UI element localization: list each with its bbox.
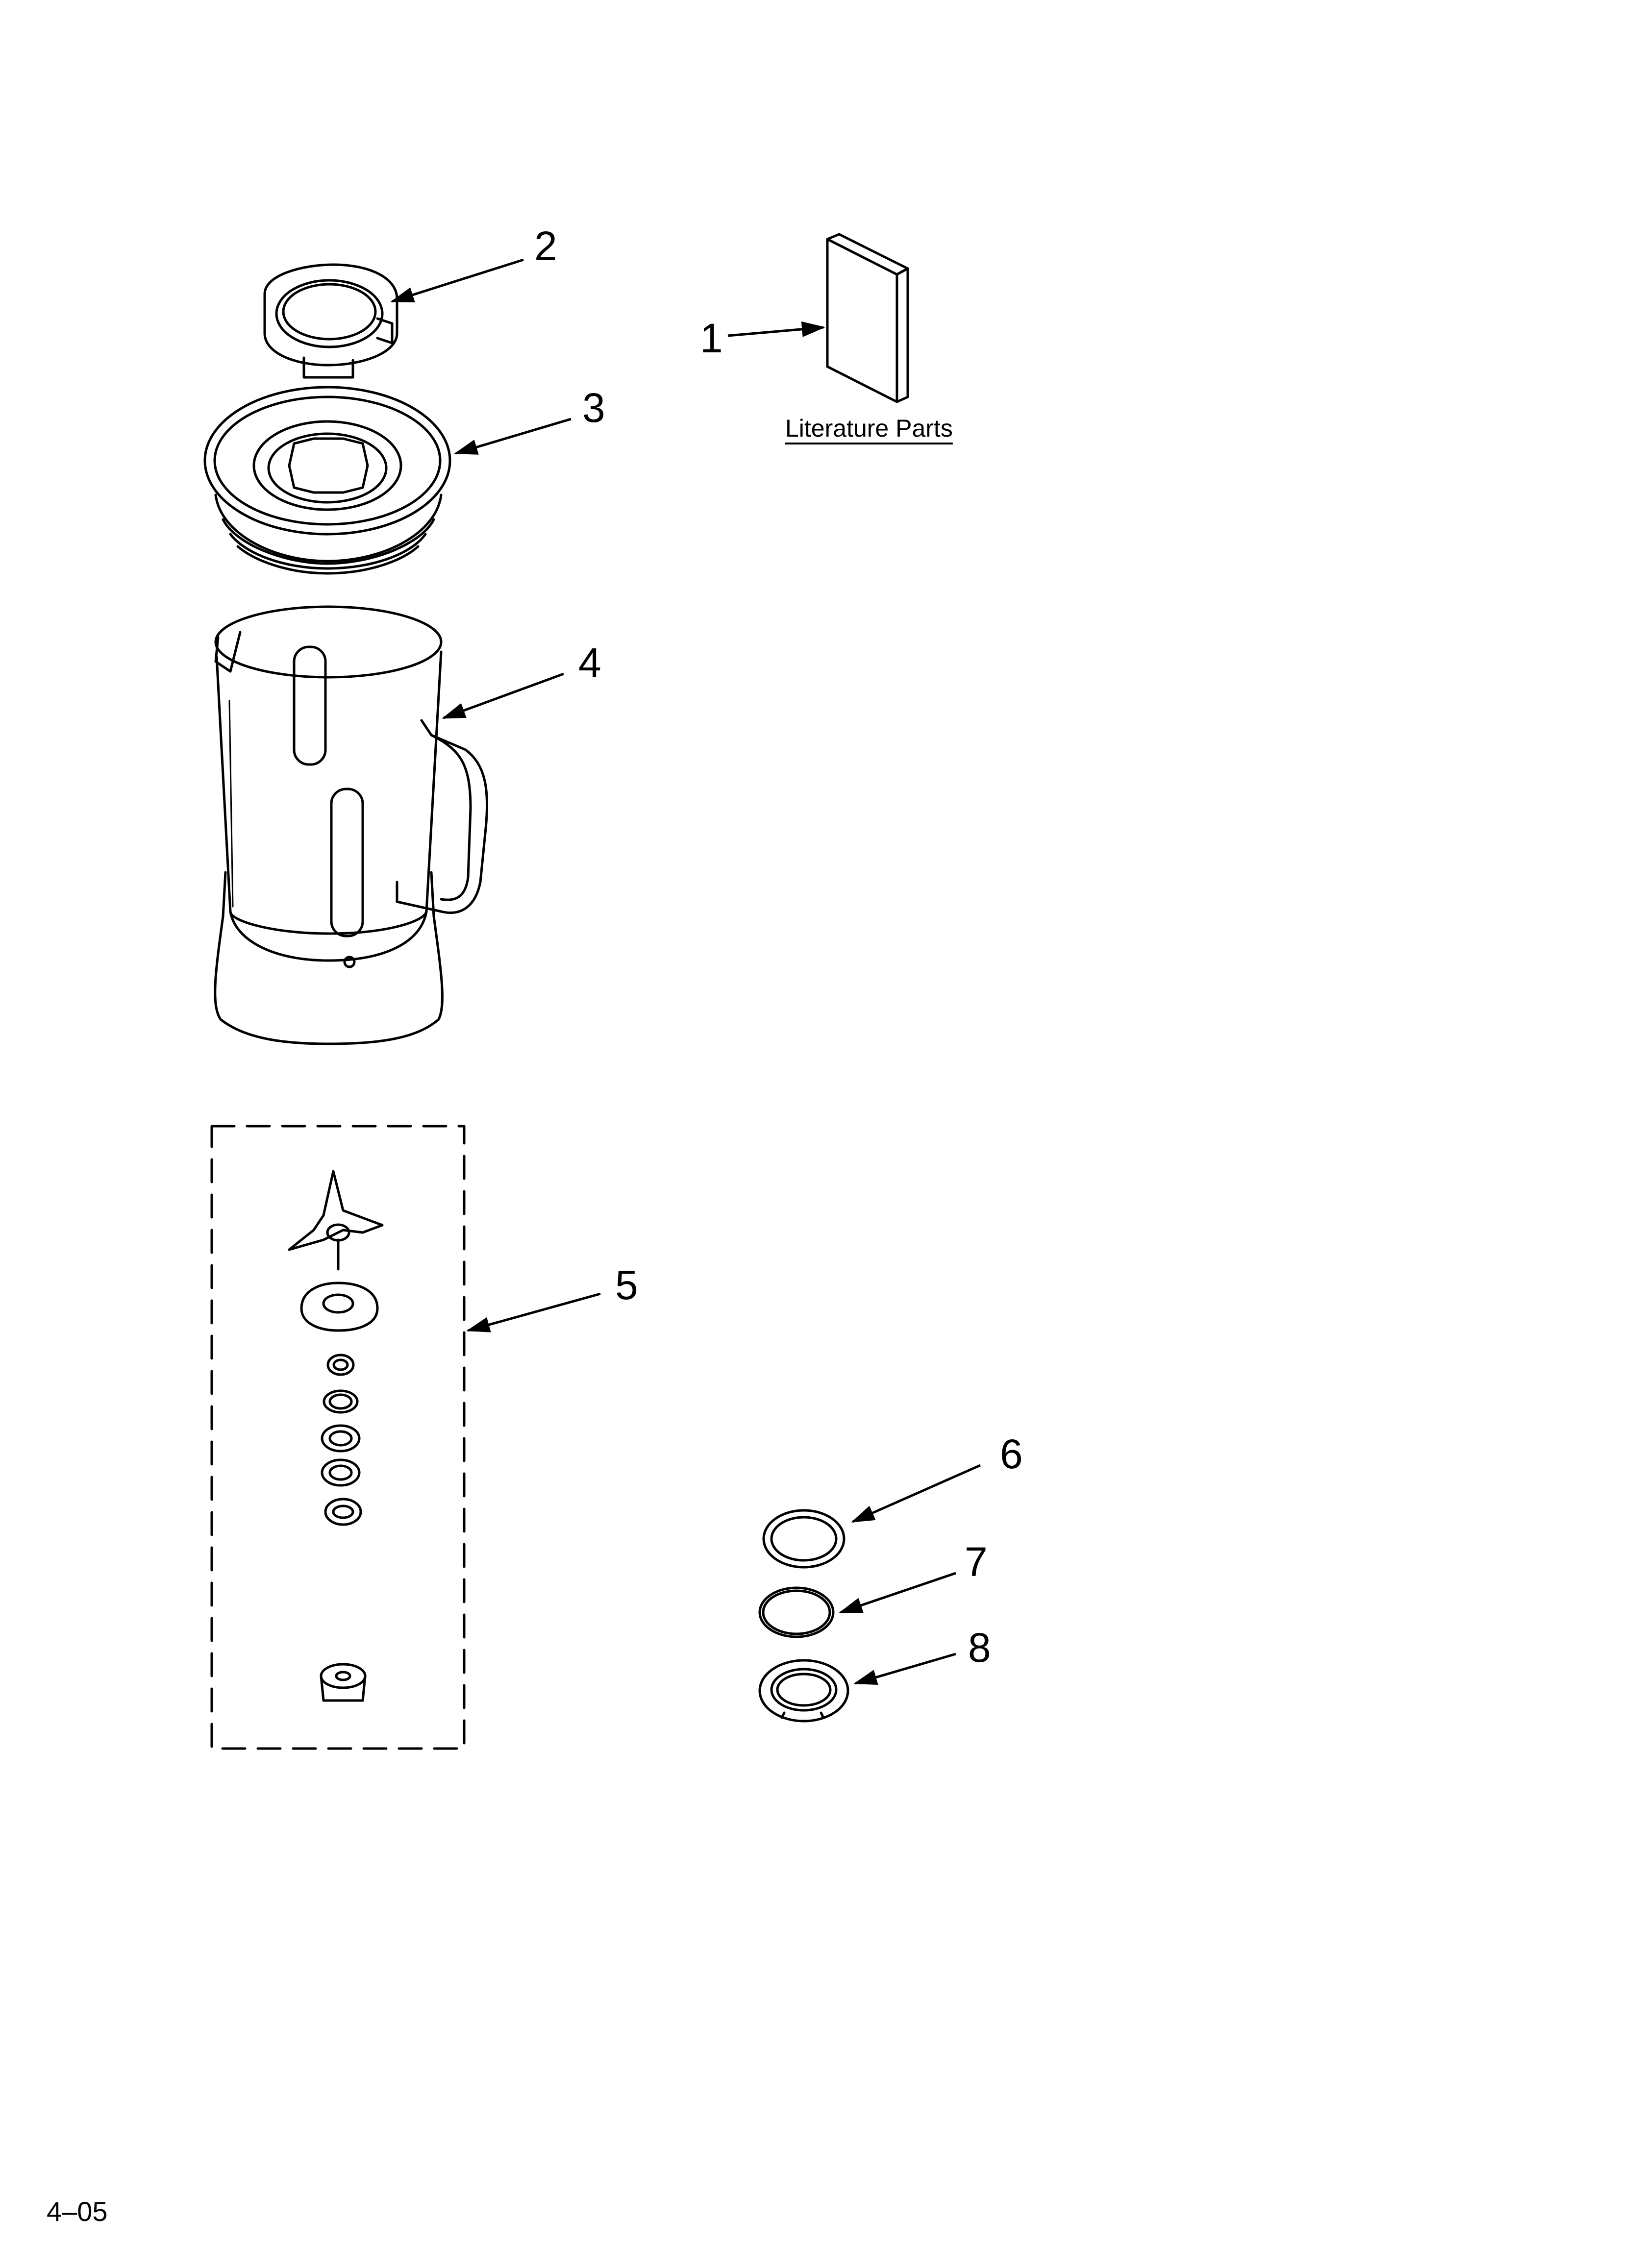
leader-arrow <box>442 672 564 719</box>
leader-arrow <box>727 321 825 337</box>
leader-arrow <box>853 1652 956 1685</box>
callout-2: 2 <box>534 223 557 269</box>
literature-booklet <box>826 233 909 403</box>
leader-arrow <box>466 1292 601 1332</box>
callout-5: 5 <box>615 1262 638 1308</box>
callout-8: 8 <box>968 1625 991 1671</box>
gasket-ring <box>762 1509 845 1569</box>
leader-arrow <box>390 258 524 303</box>
blade-assembly <box>210 1125 466 1750</box>
callout-4: 4 <box>578 640 601 686</box>
leader-arrow <box>454 418 572 455</box>
o-ring <box>758 1586 835 1638</box>
leader-arrow <box>851 1464 981 1523</box>
page-code: 4–05 <box>47 2196 108 2227</box>
jar-lid <box>203 386 451 575</box>
callout-6: 6 <box>1000 1431 1023 1477</box>
callout-1: 1 <box>700 315 723 361</box>
callout-3: 3 <box>582 385 605 431</box>
leader-arrow <box>839 1572 956 1614</box>
jar-cap <box>263 263 398 379</box>
locking-ring <box>758 1659 849 1723</box>
literature-parts-caption: Literature Parts <box>785 415 953 442</box>
callout-7: 7 <box>965 1539 988 1585</box>
blender-jar <box>214 605 489 1045</box>
